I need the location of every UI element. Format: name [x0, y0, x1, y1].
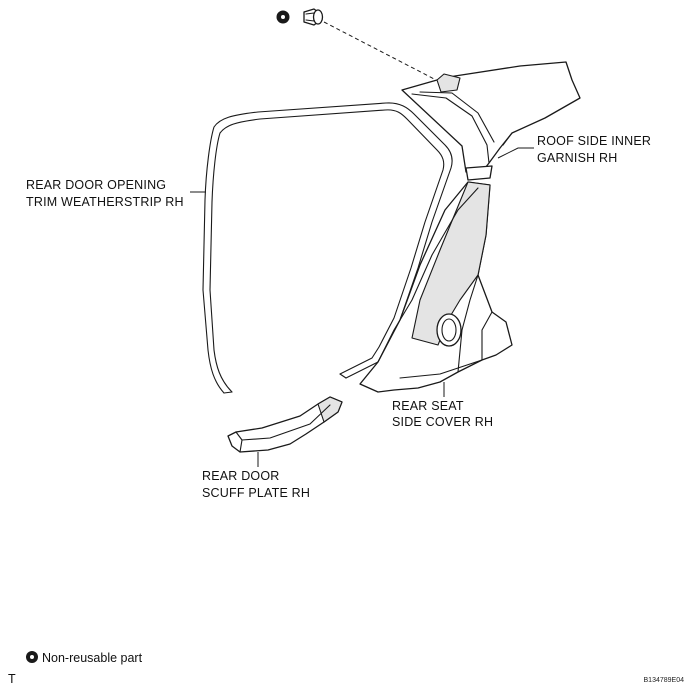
fastener-guide-line: [323, 21, 441, 83]
corner-mark: T: [8, 672, 16, 686]
screw-icon: [303, 8, 324, 26]
scuff-plate-label-line2: SCUFF PLATE RH: [202, 486, 310, 500]
roof-garnish-leader: [497, 147, 534, 159]
rear-door-scuff-plate: [227, 396, 343, 453]
weatherstrip-label-line2: TRIM WEATHERSTRIP RH: [26, 195, 184, 209]
roof-garnish-label-line2: GARNISH RH: [537, 151, 617, 165]
scuff-plate-label-line1: REAR DOOR: [202, 469, 280, 483]
filled-circle-icon: [26, 651, 38, 663]
legend-non-reusable-text: Non-reusable part: [42, 651, 143, 665]
rear-door-opening-trim-weatherstrip: [202, 102, 453, 394]
roof-side-inner-garnish: [401, 61, 581, 181]
rear-seat-side-cover: [359, 181, 513, 393]
side-cover-label-line2: SIDE COVER RH: [392, 415, 493, 429]
clip-icon: [276, 10, 290, 24]
weatherstrip-label-line1: REAR DOOR OPENING: [26, 178, 166, 192]
figure-code: B134789E04: [644, 677, 685, 684]
roof-garnish-label-line1: ROOF SIDE INNER: [537, 134, 651, 148]
side-cover-label-line1: REAR SEAT: [392, 399, 464, 413]
legend: Non-reusable part: [26, 651, 143, 665]
